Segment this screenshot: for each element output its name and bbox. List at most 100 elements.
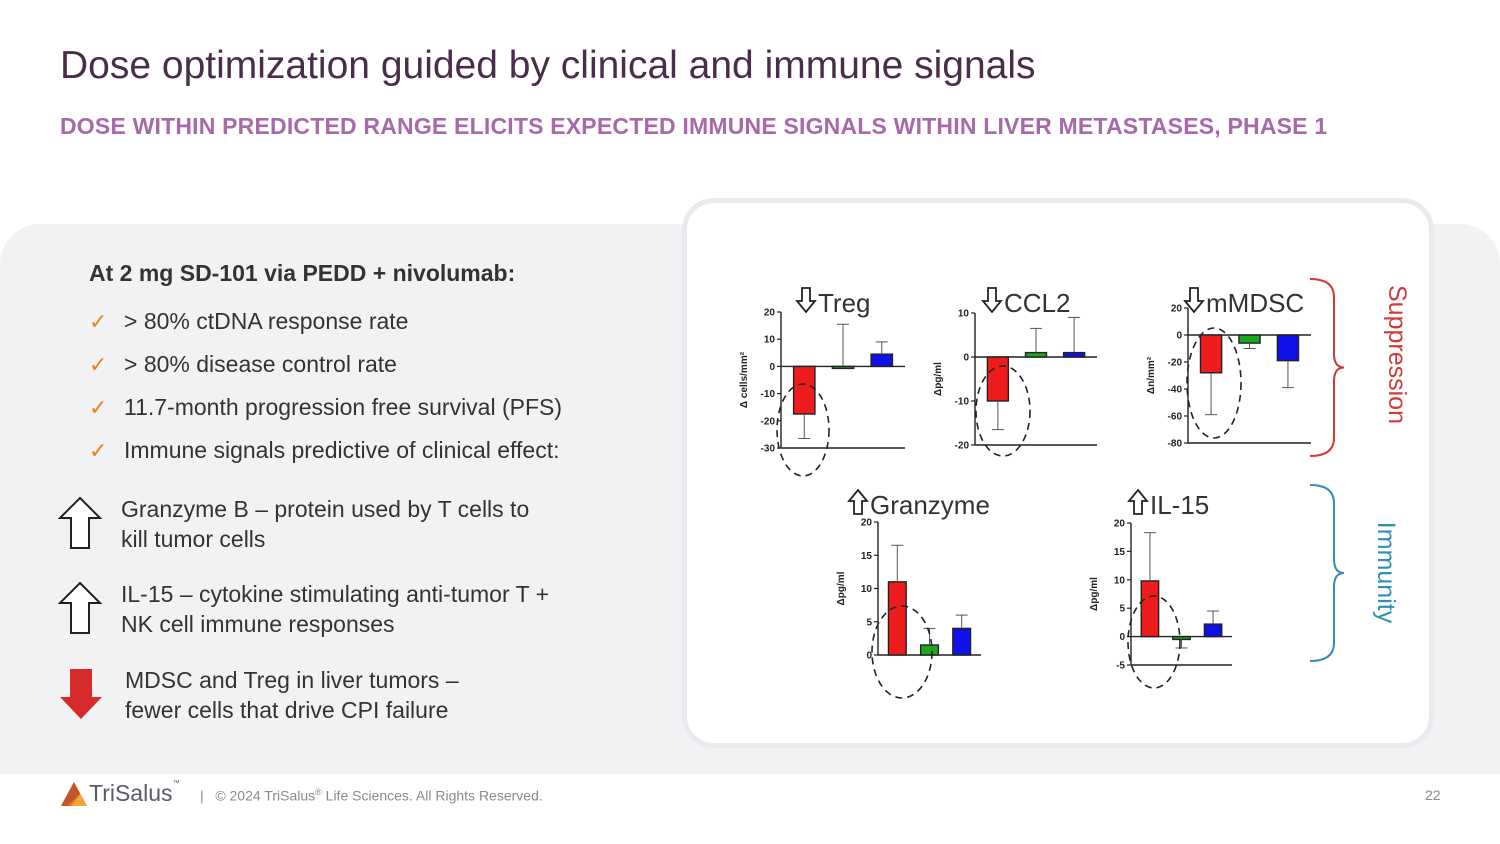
bar (887, 581, 907, 656)
signal-line1: IL-15 – cytokine stimulating anti-tumor … (121, 581, 550, 607)
chart-title: Granzyme (870, 490, 990, 520)
y-tick-label: 15 (861, 551, 873, 562)
y-tick-label: -10 (761, 389, 776, 400)
signal-line1: Granzyme B – protein used by T cells to (121, 496, 530, 522)
trademark-mark: ™ (172, 780, 180, 787)
y-axis-label: Δpg/ml (836, 571, 847, 605)
y-tick-label: 20 (1171, 304, 1183, 315)
suppression-label: Suppression (1382, 285, 1411, 424)
y-tick-label: 0 (1119, 632, 1125, 643)
bar (1024, 351, 1048, 358)
up-arrow-icon (1127, 488, 1149, 515)
y-axis-label: Δpg/ml (933, 362, 944, 396)
chart-title: CCL2 (1004, 288, 1070, 318)
registered-mark: ® (315, 787, 322, 797)
bar (919, 644, 940, 656)
copyright-b: Life Sciences. All Rights Reserved. (321, 787, 543, 804)
y-tick-label: -40 (1168, 385, 1183, 396)
chart-title: Treg (818, 288, 871, 318)
y-tick-label: -30 (761, 444, 776, 455)
down-arrow-icon (1183, 287, 1205, 314)
check-list: ✓ > 80% ctDNA response rate ✓ > 80% diseas… (89, 300, 562, 472)
y-tick-label: -5 (1116, 661, 1125, 672)
y-tick-label: 10 (958, 309, 970, 320)
bar (1203, 623, 1223, 638)
chart-title: IL-15 (1150, 490, 1209, 520)
y-tick-label: -80 (1168, 439, 1183, 450)
check-item-text: > 80% ctDNA response rate (124, 308, 409, 334)
check-item-text: 11.7-month progression free survival (PF… (124, 394, 563, 420)
y-tick-label: -10 (955, 397, 970, 408)
signal-line2: NK cell immune responses (121, 611, 395, 637)
trisalus-logo-icon (61, 782, 87, 806)
lead-text: At 2 mg SD-101 via PEDD + nivolumab: (89, 260, 516, 286)
bar (1199, 334, 1223, 374)
check-item: ✓ > 80% disease control rate (89, 343, 562, 386)
copyright-a: © 2024 TriSalus (215, 787, 316, 804)
y-tick-label: 20 (1114, 519, 1126, 530)
page-number: 22 (1425, 787, 1441, 803)
bar (952, 627, 972, 656)
footer-separator: | (200, 787, 204, 804)
chart-title-group: Granzyme (847, 488, 990, 520)
y-tick-label: 5 (866, 617, 872, 628)
y-tick-label: -20 (955, 441, 970, 452)
copyright: | © 2024 TriSalus® Life Sciences. All Ri… (200, 787, 543, 804)
page-subtitle: DOSE WITHIN PREDICTED RANGE ELICITS EXPE… (60, 113, 1328, 139)
bar (1140, 580, 1160, 638)
y-tick-label: 20 (861, 518, 873, 529)
y-tick-label: 0 (1176, 331, 1182, 342)
signal-line1: MDSC and Treg in liver tumors – (125, 667, 459, 693)
y-axis-label: Δpg/ml (1089, 577, 1100, 611)
immunity-bracket (1309, 484, 1345, 662)
chart-title-group: IL-15 (1127, 488, 1209, 520)
down-arrow-icon (60, 669, 102, 719)
chart-title: mMDSC (1206, 288, 1304, 318)
bar (831, 365, 855, 370)
highlight-ellipse (1186, 327, 1242, 439)
y-tick-label: 10 (764, 335, 776, 346)
y-tick-label: 10 (1114, 575, 1126, 586)
y-tick-label: -20 (1168, 358, 1183, 369)
y-tick-label: 0 (963, 353, 969, 364)
y-tick-label: 0 (866, 651, 872, 662)
signal-line2: fewer cells that drive CPI failure (125, 697, 449, 723)
check-item: ✓ 11.7-month progression free survival (P… (89, 386, 562, 429)
bar (1062, 351, 1086, 358)
chart-title-group: CCL2 (981, 287, 1070, 318)
down-arrow-icon (795, 287, 817, 314)
checkmark-icon: ✓ (89, 437, 108, 463)
logo-wordmark: TriSalus™ (89, 780, 180, 807)
up-arrow-icon (847, 488, 869, 515)
chart-il-15: IL-15 20 15 10 5 0 -5 Δpg/ml (1089, 488, 1232, 689)
y-tick-label: 5 (1119, 604, 1125, 615)
y-axis-label: Δn/mm² (1146, 356, 1157, 394)
bar (1238, 334, 1261, 344)
check-item-text: > 80% disease control rate (124, 351, 397, 377)
bar (1276, 334, 1300, 362)
y-tick-label: 20 (764, 308, 776, 319)
y-tick-label: 0 (769, 362, 775, 373)
y-axis-label: Δ cells/mm² (739, 351, 750, 408)
page-title: Dose optimization guided by clinical and… (60, 44, 1036, 87)
chart-mmdsc: mMDSC 20 0 -20 -40 -60 -80 Δn/mm² (1146, 287, 1311, 450)
up-arrow-icon (58, 581, 103, 634)
y-tick-label: -60 (1168, 412, 1183, 423)
check-item-text: Immune signals predictive of clinical ef… (124, 437, 560, 463)
bar (1172, 635, 1191, 641)
logo-text: TriSalus (89, 780, 173, 806)
y-tick-label: 15 (1114, 547, 1126, 558)
checkmark-icon: ✓ (89, 351, 108, 377)
chart-ccl2: CCL2 10 0 -10 -20 Δpg/ml (933, 287, 1097, 457)
highlight-ellipse (1127, 595, 1181, 689)
signal-line2: kill tumor cells (121, 526, 266, 552)
y-tick-label: 10 (861, 584, 873, 595)
checkmark-icon: ✓ (89, 308, 108, 334)
highlight-ellipse (975, 365, 1031, 457)
bar (792, 365, 816, 415)
checkmark-icon: ✓ (89, 394, 108, 420)
bar (986, 356, 1010, 402)
